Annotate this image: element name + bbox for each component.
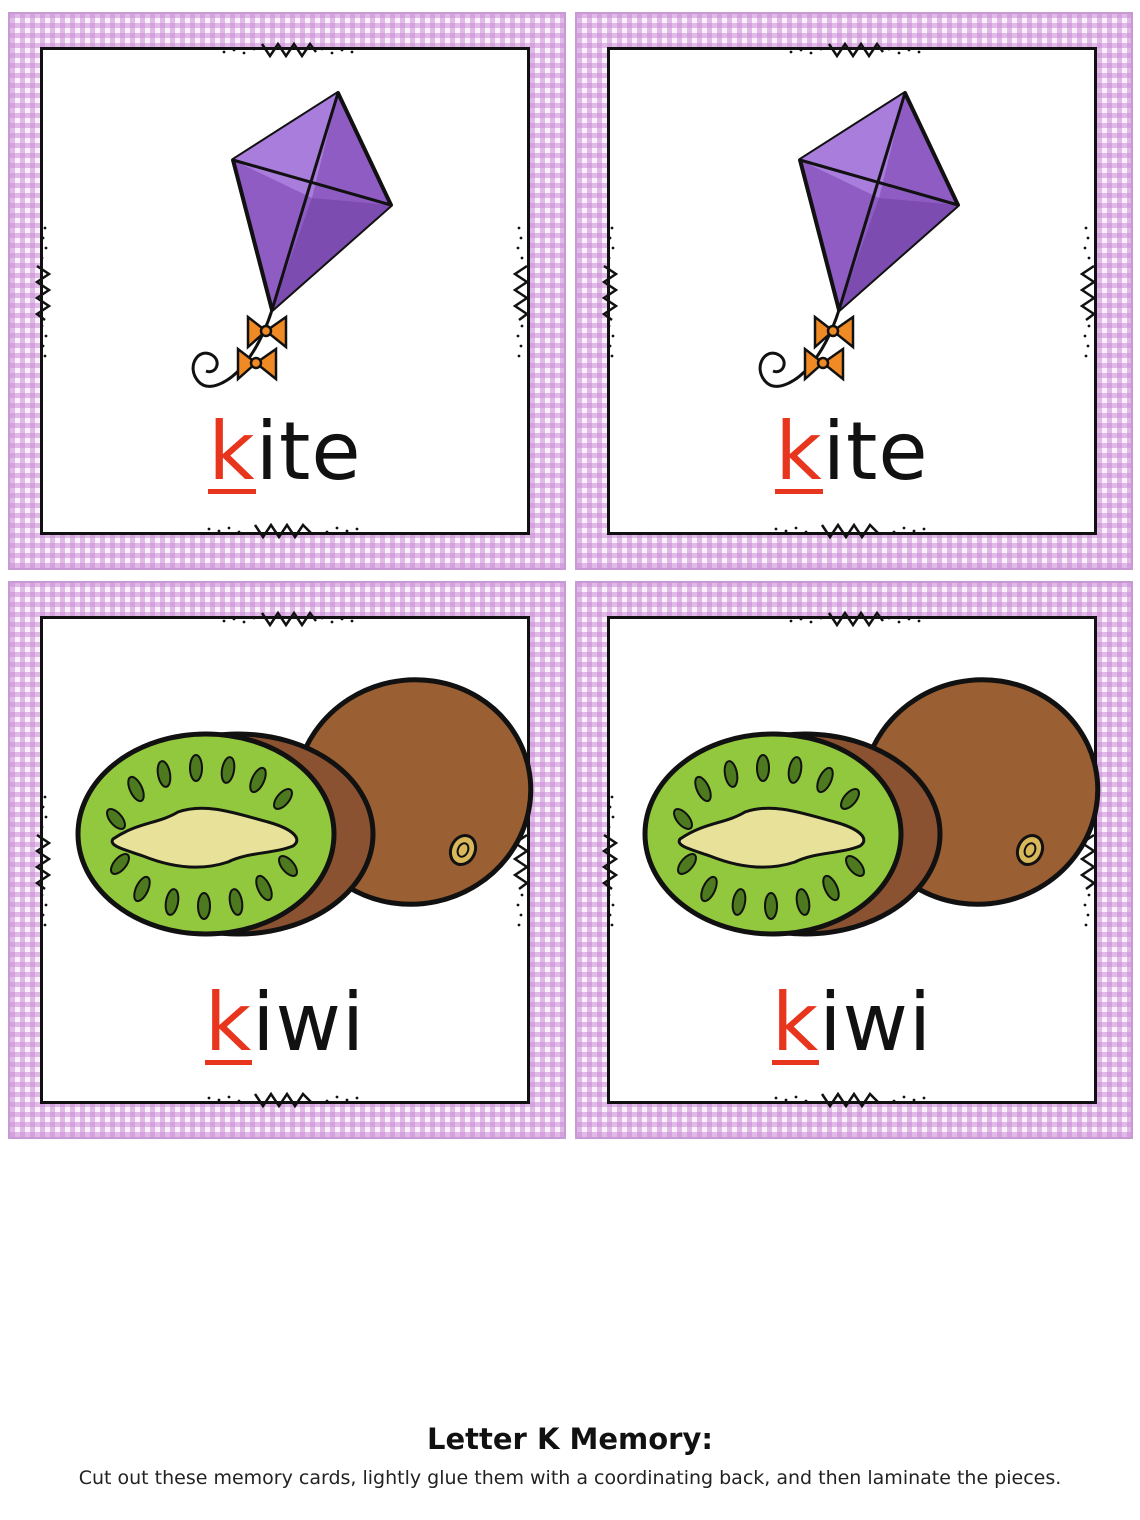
kiwi-icon <box>75 677 534 937</box>
decorative-squiggle <box>774 1091 926 1109</box>
memory-card-kiwi-2: kiwi <box>575 581 1133 1139</box>
decorative-squiggle <box>789 610 921 628</box>
kite-icon <box>758 91 960 388</box>
card-word: kite <box>43 412 527 494</box>
memory-card-kiwi-1: kiwi <box>8 581 566 1139</box>
decorative-squiggle <box>1079 226 1097 358</box>
decorative-squiggle <box>789 41 921 59</box>
card-word: kite <box>610 412 1094 494</box>
card-face: kite <box>601 41 1097 540</box>
highlighted-letter: k <box>204 976 253 1069</box>
card-face: kiwi <box>601 610 1101 1109</box>
decorative-squiggle <box>34 795 52 927</box>
card-word: kiwi <box>43 983 527 1065</box>
word-rest: ite <box>822 405 929 498</box>
decorative-squiggle <box>601 795 619 927</box>
decorative-squiggle <box>601 226 619 358</box>
kite-icon <box>191 91 393 388</box>
page-title: Letter K Memory: <box>427 1422 713 1456</box>
card-face: kiwi <box>34 610 534 1109</box>
word-rest: ite <box>255 405 362 498</box>
decorative-squiggle <box>207 522 359 540</box>
decorative-squiggle <box>774 522 926 540</box>
decorative-squiggle <box>222 610 354 628</box>
decorative-squiggle <box>34 226 52 358</box>
highlighted-letter: k <box>775 405 823 498</box>
highlighted-letter: k <box>771 976 820 1069</box>
card-face: kite <box>34 41 530 540</box>
decorative-squiggle <box>512 226 530 358</box>
card-word: kiwi <box>610 983 1094 1065</box>
memory-card-kite-2: kite <box>575 12 1133 570</box>
memory-card-kite-1: kite <box>8 12 566 570</box>
word-rest: iwi <box>819 976 933 1069</box>
kiwi-icon <box>642 677 1101 937</box>
decorative-squiggle <box>207 1091 359 1109</box>
instructions-text: Cut out these memory cards, lightly glue… <box>78 1467 1062 1489</box>
decorative-squiggle <box>222 41 354 59</box>
highlighted-letter: k <box>208 405 256 498</box>
word-rest: iwi <box>252 976 366 1069</box>
